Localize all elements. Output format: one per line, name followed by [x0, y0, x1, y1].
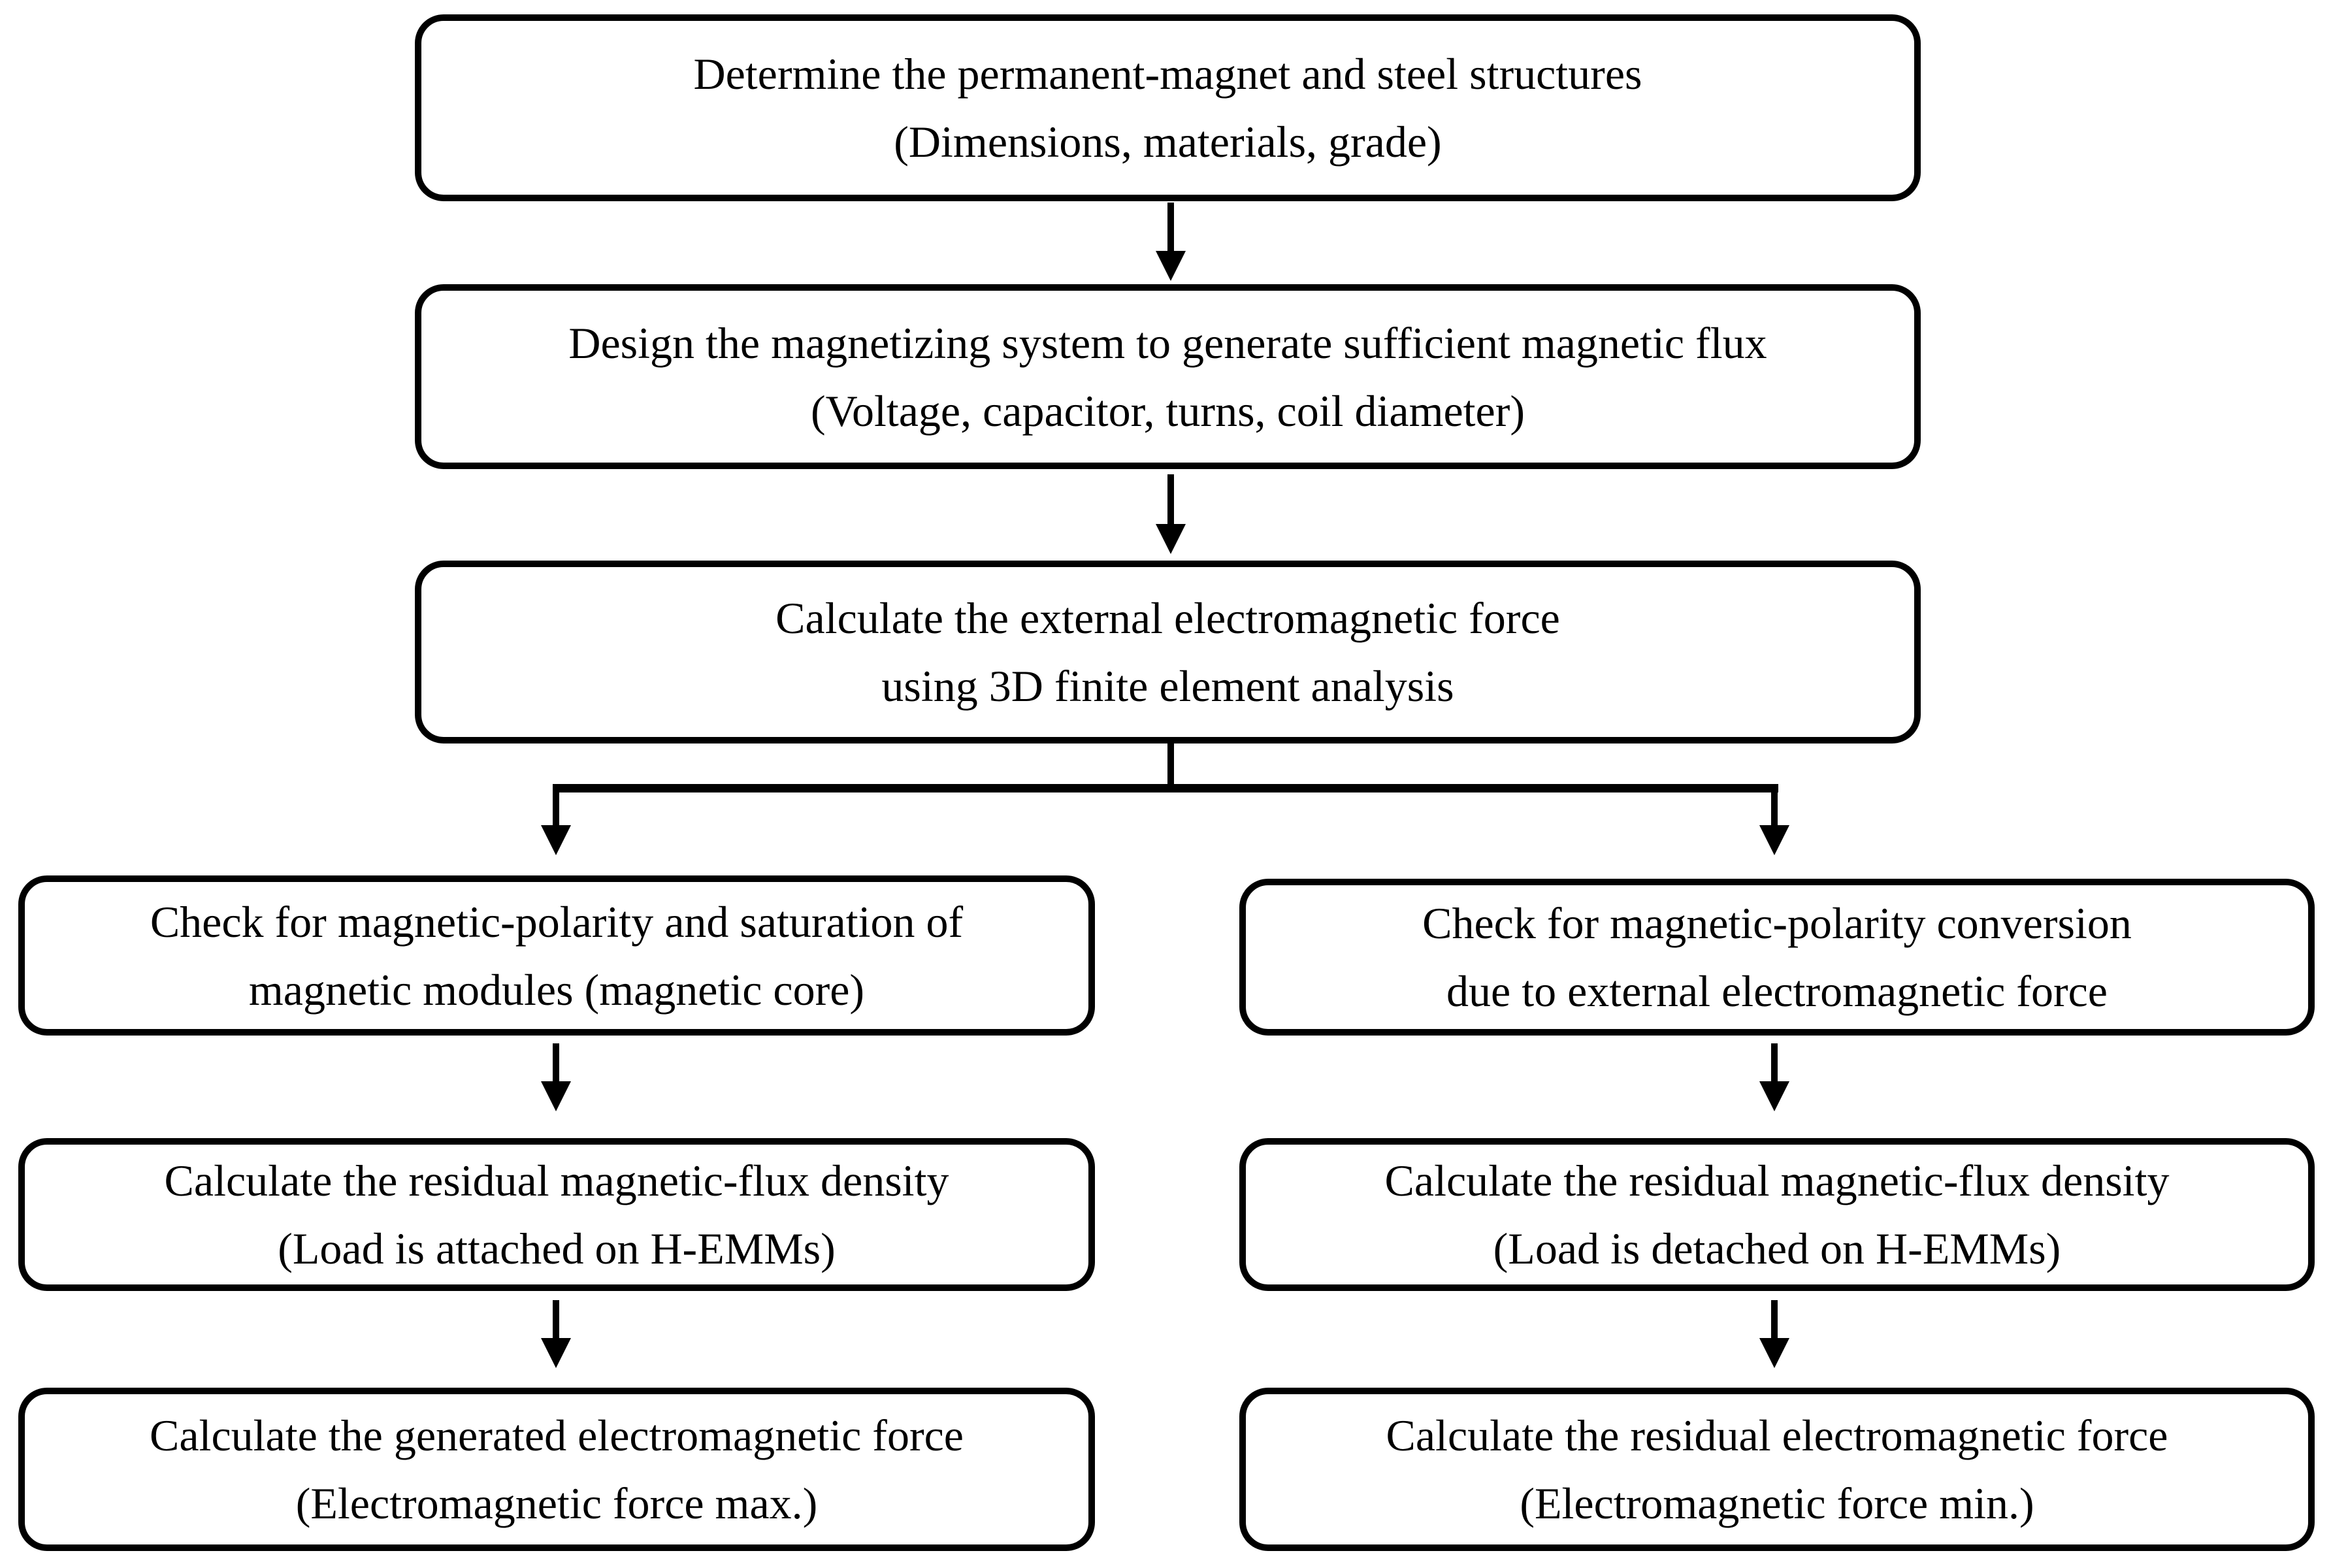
arrow-step1-step2	[1156, 203, 1186, 281]
arrow-step2-step3	[1156, 474, 1186, 554]
box-check-polarity-saturation: Check for magnetic-polarity and saturati…	[18, 875, 1095, 1036]
arrow-left1-left2	[541, 1043, 571, 1111]
box-calculate-external-force-line1: Calculate the external electromagnetic f…	[775, 593, 1560, 643]
box-calculate-external-force: Calculate the external electromagnetic f…	[415, 561, 1921, 743]
box-residual-flux-detached: Calculate the residual magnetic-flux den…	[1239, 1138, 2315, 1291]
box-residual-flux-detached-line1: Calculate the residual magnetic-flux den…	[1384, 1156, 2170, 1205]
box-residual-flux-attached-line1: Calculate the residual magnetic-flux den…	[164, 1156, 949, 1205]
box-residual-force-min: Calculate the residual electromagnetic f…	[1239, 1388, 2315, 1551]
box-calculate-external-force-line2: using 3D finite element analysis	[881, 661, 1454, 711]
box-generated-force-max-line1: Calculate the generated electromagnetic …	[150, 1411, 964, 1460]
box-design-magnetizing-system-line1: Design the magnetizing system to generat…	[568, 318, 1767, 368]
box-residual-flux-attached: Calculate the residual magnetic-flux den…	[18, 1138, 1095, 1291]
box-generated-force-max: Calculate the generated electromagnetic …	[18, 1388, 1095, 1551]
box-generated-force-max-line2: (Electromagnetic force max.)	[295, 1478, 818, 1528]
box-check-polarity-conversion: Check for magnetic-polarity conversion d…	[1239, 879, 2315, 1036]
box-determine-structures-line2: (Dimensions, materials, grade)	[894, 117, 1442, 167]
box-residual-flux-detached-line2: (Load is detached on H-EMMs)	[1493, 1224, 2061, 1273]
box-check-polarity-saturation-line1: Check for magnetic-polarity and saturati…	[150, 896, 964, 947]
arrow-right1-right2	[1759, 1043, 1789, 1111]
box-determine-structures-line1: Determine the permanent-magnet and steel…	[693, 49, 1642, 99]
box-design-magnetizing-system: Design the magnetizing system to generat…	[415, 284, 1921, 469]
box-residual-flux-attached-line2: (Load is attached on H-EMMs)	[278, 1224, 836, 1273]
arrow-left2-left3	[541, 1300, 571, 1368]
box-residual-force-min-line2: (Electromagnetic force min.)	[1520, 1478, 2034, 1528]
branch-connector	[541, 742, 1789, 855]
box-check-polarity-conversion-line1: Check for magnetic-polarity conversion	[1422, 898, 2132, 948]
box-check-polarity-saturation-line2: magnetic modules (magnetic core)	[248, 964, 865, 1015]
box-design-magnetizing-system-line2: (Voltage, capacitor, turns, coil diamete…	[810, 385, 1525, 436]
box-check-polarity-conversion-line2: due to external electromagnetic force	[1446, 966, 2108, 1016]
box-residual-force-min-line1: Calculate the residual electromagnetic f…	[1386, 1411, 2168, 1460]
box-determine-structures: Determine the permanent-magnet and steel…	[415, 14, 1921, 201]
arrow-right2-right3	[1759, 1300, 1789, 1368]
